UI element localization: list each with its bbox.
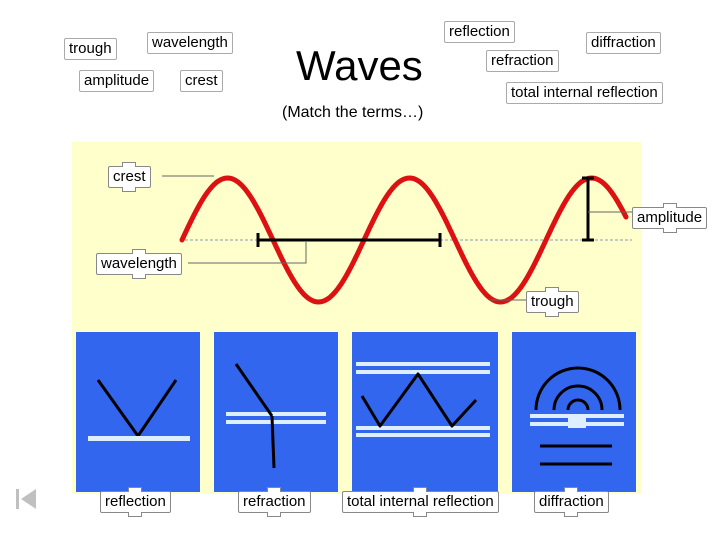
term-bank-diffraction[interactable]: diffraction — [586, 32, 661, 54]
term-label: trough — [69, 40, 112, 57]
reflection-label-text: reflection — [105, 493, 166, 510]
term-label: refraction — [491, 52, 554, 69]
amplitude-label[interactable]: amplitude — [632, 203, 708, 233]
trough-label[interactable]: trough — [526, 287, 579, 317]
reflection-label[interactable]: reflection — [100, 487, 171, 517]
diffraction-barrier — [530, 414, 624, 428]
reflection-rays — [96, 379, 178, 437]
amplitude-marker — [582, 176, 594, 242]
first-slide-icon — [16, 489, 36, 509]
crest-label[interactable]: crest — [108, 162, 151, 192]
wavelength-label-text: wavelength — [101, 255, 177, 272]
term-label: total internal reflection — [511, 84, 658, 101]
refraction-label[interactable]: refraction — [238, 487, 311, 517]
leader-lines — [162, 175, 632, 301]
refraction-rays — [234, 363, 276, 469]
term-bank-crest[interactable]: crest — [180, 70, 223, 92]
wavelength-label[interactable]: wavelength — [96, 249, 182, 279]
diffraction-incident-waves — [540, 444, 612, 466]
diffraction-wavefronts — [534, 366, 622, 411]
term-bank-refraction[interactable]: refraction — [486, 50, 559, 72]
refraction-media — [226, 412, 326, 424]
term-bank-total-internal-reflection[interactable]: total internal reflection — [506, 82, 663, 104]
first-slide-button[interactable] — [12, 486, 40, 512]
crest-label-text: crest — [113, 168, 146, 185]
term-label: wavelength — [152, 34, 228, 51]
term-label: reflection — [449, 23, 510, 40]
reflection-mirror — [88, 436, 190, 441]
wave-curve — [179, 175, 629, 305]
term-bank-reflection[interactable]: reflection — [444, 21, 515, 43]
page-subtitle: (Match the terms…) — [282, 104, 424, 121]
term-label: diffraction — [591, 34, 656, 51]
term-bank-trough[interactable]: trough — [64, 38, 117, 60]
amplitude-label-text: amplitude — [637, 209, 703, 226]
trough-label-text: trough — [531, 293, 574, 310]
total-internal-reflection-box — [352, 332, 498, 492]
term-bank-amplitude[interactable]: amplitude — [79, 70, 155, 92]
term-label: amplitude — [84, 72, 150, 89]
diffraction-label-text: diffraction — [539, 493, 604, 510]
tir-ray — [360, 372, 478, 428]
term-label: crest — [185, 72, 218, 89]
diffraction-label[interactable]: diffraction — [534, 487, 609, 517]
total-internal-reflection-label-text: total internal reflection — [347, 493, 494, 510]
page-title: Waves — [296, 42, 423, 89]
reflection-box — [76, 332, 200, 492]
total-internal-reflection-label[interactable]: total internal reflection — [342, 487, 499, 517]
tir-boundaries — [356, 362, 490, 437]
term-bank-wavelength[interactable]: wavelength — [147, 32, 233, 54]
refraction-label-text: refraction — [243, 493, 306, 510]
wavelength-marker — [256, 233, 442, 247]
